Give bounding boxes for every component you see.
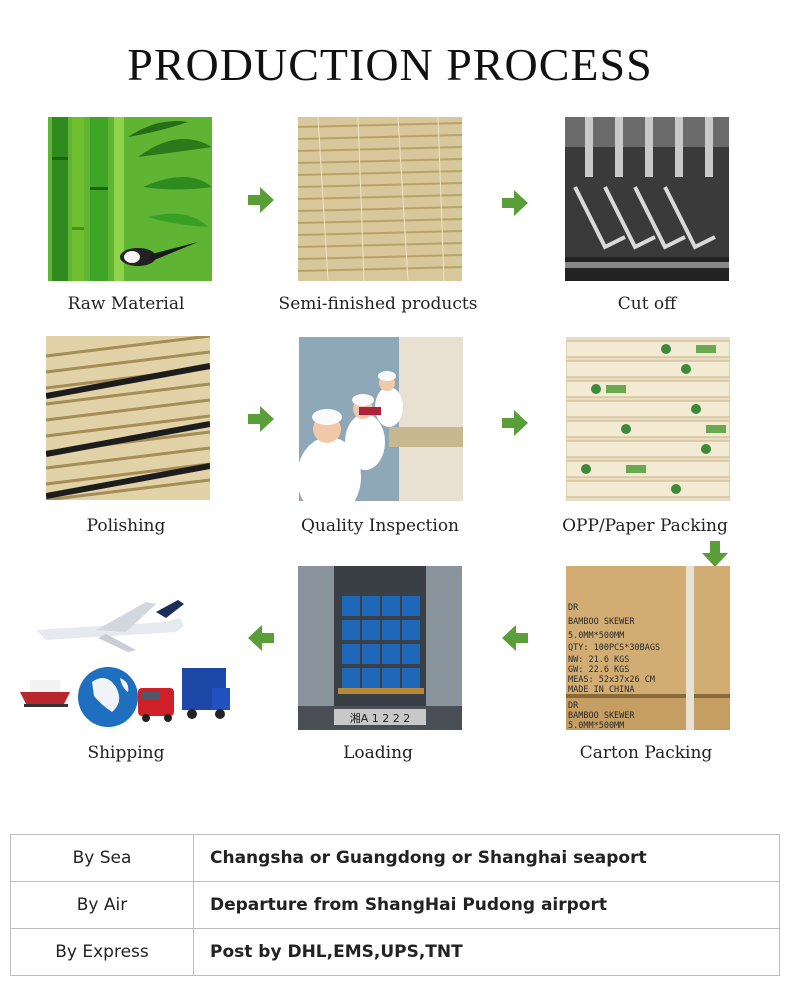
arrow-right-icon <box>502 190 528 216</box>
carton-line-6: GW: 22.6 KGS <box>568 665 629 675</box>
carton-line-3: 5.0MM*500MM <box>568 631 624 641</box>
shipping-method: By Express <box>11 929 194 976</box>
arrow-left-icon <box>502 625 528 651</box>
table-row: By Air Departure from ShangHai Pudong ai… <box>11 882 780 929</box>
shipping-detail: Changsha or Guangdong or Shanghai seapor… <box>194 835 780 882</box>
shipping-method: By Air <box>11 882 194 929</box>
carton-line-8: MADE IN CHINA <box>568 685 635 695</box>
page-title: PRODUCTION PROCESS <box>0 38 780 91</box>
arrow-right-icon <box>248 406 274 432</box>
step-label-opp-paper-packing: OPP/Paper Packing <box>515 516 775 536</box>
bamboo-forest-photo <box>48 117 212 281</box>
shipping-transport-photo <box>16 592 238 742</box>
polishing-sticks-photo <box>46 336 210 500</box>
table-row: By Express Post by DHL,EMS,UPS,TNT <box>11 929 780 976</box>
carton-line-1: DR <box>568 603 579 613</box>
truck-plate: 湘A 1 2 2 2 <box>350 711 411 725</box>
carton-line-5: NW: 21.6 KGS <box>568 655 629 665</box>
step-label-loading: Loading <box>248 743 508 763</box>
chopsticks-packs-photo <box>566 337 730 501</box>
step-label-semi-finished: Semi-finished products <box>248 294 508 314</box>
carton-line-10: BAMBOO SKEWER <box>568 711 635 721</box>
step-label-cut-off: Cut off <box>517 294 777 314</box>
arrow-right-icon <box>502 410 528 436</box>
step-label-raw-material: Raw Material <box>0 294 256 314</box>
bamboo-sticks-bundle-photo <box>298 117 462 281</box>
step-label-carton-packing: Carton Packing <box>516 743 776 763</box>
cutting-machine-photo <box>565 117 729 281</box>
shipping-detail: Post by DHL,EMS,UPS,TNT <box>194 929 780 976</box>
arrow-down-icon <box>702 541 728 567</box>
shipping-method: By Sea <box>11 835 194 882</box>
carton-line-2: BAMBOO SKEWER <box>568 617 635 627</box>
arrow-left-icon <box>248 625 274 651</box>
carton-line-4: QTY: 100PCS*30BAGS <box>568 643 660 653</box>
arrow-right-icon <box>248 187 274 213</box>
step-label-quality-inspection: Quality Inspection <box>250 516 510 536</box>
step-label-polishing: Polishing <box>0 516 256 536</box>
workers-inspection-photo <box>299 337 463 501</box>
carton-line-11: 5.0MM*500MM <box>568 721 624 730</box>
carton-box-photo: DR BAMBOO SKEWER 5.0MM*500MM QTY: 100PCS… <box>566 566 730 730</box>
step-label-shipping: Shipping <box>0 743 256 763</box>
container-loading-photo: 湘A 1 2 2 2 <box>298 566 462 730</box>
shipping-methods-table: By Sea Changsha or Guangdong or Shanghai… <box>10 834 780 976</box>
table-row: By Sea Changsha or Guangdong or Shanghai… <box>11 835 780 882</box>
carton-line-9: DR <box>568 701 579 711</box>
shipping-detail: Departure from ShangHai Pudong airport <box>194 882 780 929</box>
carton-line-7: MEAS: 52x37x26 CM <box>568 675 655 685</box>
